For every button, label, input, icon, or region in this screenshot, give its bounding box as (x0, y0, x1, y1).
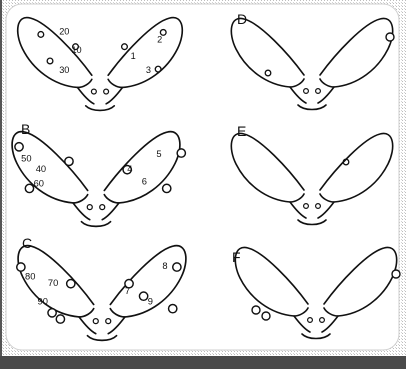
ear-notch (65, 157, 73, 165)
ear-mark-label: 10 (71, 45, 81, 55)
ear-marks-right (386, 33, 394, 41)
ear-mark-label: 40 (36, 164, 46, 174)
panel-letter: D (237, 11, 247, 27)
ear-notch (173, 263, 181, 271)
ear-notch (252, 306, 260, 314)
ear-mark-label: 90 (38, 296, 48, 306)
ear-notch (177, 149, 185, 157)
ear-mark-label: 6 (142, 176, 147, 186)
ear-mark-label: 60 (34, 178, 44, 188)
ear-mark-label: 20 (59, 26, 69, 36)
panel-letter: E (237, 123, 246, 139)
ear-notch (169, 304, 177, 312)
ear-mark-label: 4 (127, 164, 132, 174)
ear-mark-label: 80 (25, 272, 35, 282)
ear-notch (392, 270, 400, 278)
ear-mark-label: 3 (146, 65, 151, 75)
ear-notch (139, 292, 147, 300)
ear-notch (67, 280, 75, 288)
ear-mark-label: 7 (125, 286, 130, 296)
ear-notch (17, 263, 25, 271)
ear-mark-label: 30 (59, 65, 69, 75)
figure-card (6, 4, 399, 350)
panel-letter: F (232, 249, 241, 265)
bottom-bar (0, 356, 406, 369)
ear-mark-label: 2 (157, 35, 162, 45)
ear-notch (56, 315, 64, 323)
ear-mark-label: 8 (162, 261, 167, 271)
panel-letter: C (22, 235, 32, 251)
ear-mark-label: 5 (156, 149, 161, 159)
ear-marks-right (392, 270, 400, 278)
ear-mark-label: 50 (21, 153, 31, 163)
ear-notch (163, 184, 171, 192)
ear-mark-label: 70 (48, 278, 58, 288)
ear-mark-label: 9 (148, 296, 153, 306)
ear-notch (15, 143, 23, 151)
ear-notch (25, 184, 33, 192)
ear-notch (48, 309, 56, 317)
ear-notch (386, 33, 394, 41)
ear-notch (262, 312, 270, 320)
panel-letter: B (21, 121, 30, 137)
ear-mark-label: 1 (131, 51, 136, 61)
